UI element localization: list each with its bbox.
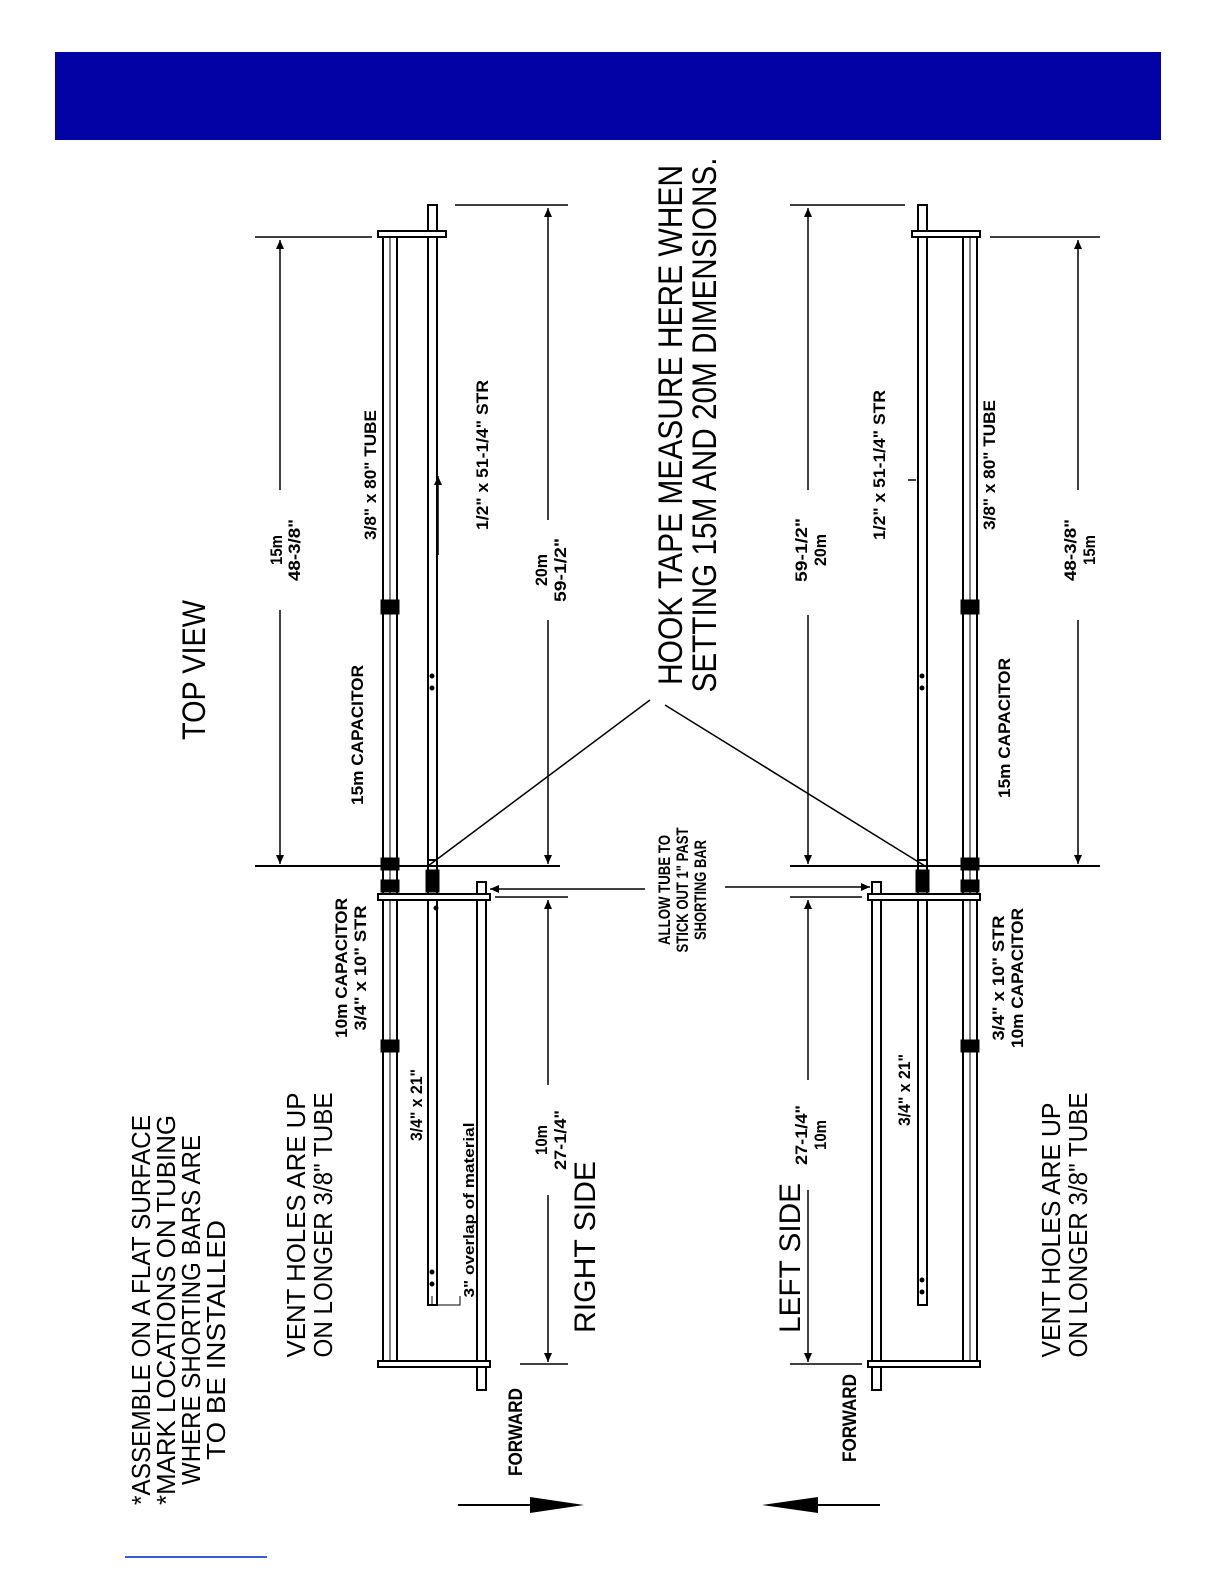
left-str-label: 1/2" x 51-1/4" STR bbox=[870, 390, 889, 540]
right-short-label: 3/4" x 21" bbox=[407, 1069, 426, 1141]
right-forward-rod bbox=[476, 881, 487, 1391]
footer-rule bbox=[125, 1556, 267, 1558]
left-tube-label: 3/8" x 80" TUBE bbox=[980, 400, 999, 530]
forward-arrow-right bbox=[458, 1497, 584, 1513]
right-cap15-label: 15m CAPACITOR bbox=[348, 665, 367, 805]
right-short-rod bbox=[427, 859, 438, 1306]
left-cap10-label-line1: 3/4" x 10" STR bbox=[989, 916, 1008, 1041]
left-shorting-bar-mid bbox=[867, 893, 981, 901]
left-dim-20m-label: 20m bbox=[811, 534, 830, 566]
svg-text:WHERE SHORTING BARS ARE: WHERE SHORTING BARS ARE bbox=[176, 1135, 206, 1485]
right-side-assembly bbox=[255, 204, 645, 1391]
left-forward-rod bbox=[871, 881, 882, 1391]
svg-text:SETTING 15M AND 20M DIMENSIONS: SETTING 15M AND 20M DIMENSIONS. bbox=[686, 158, 724, 693]
right-dim-15m-value: 48-3/8" bbox=[285, 519, 304, 581]
left-side-label: LEFT SIDE bbox=[774, 1183, 807, 1333]
right-vent-note-line1: VENT HOLES ARE UP bbox=[281, 1093, 311, 1358]
left-cap10-label-line2: 10m CAPACITOR bbox=[1008, 908, 1027, 1048]
right-shorting-bar-top bbox=[377, 230, 447, 238]
left-short-label: 3/4" x 21" bbox=[895, 1054, 914, 1126]
right-tube-label: 3/8" x 80" TUBE bbox=[361, 410, 380, 540]
left-dim-15m-value: 48-3/8" bbox=[1061, 519, 1080, 581]
hook-tape-note: HOOK TAPE MEASURE HERE WHEN SETTING 15M … bbox=[652, 158, 724, 693]
svg-text:*ASSEMBLE ON A FLAT SURFACE: *ASSEMBLE ON A FLAT SURFACE bbox=[126, 1115, 156, 1505]
header-bar bbox=[55, 52, 1161, 140]
svg-text:TO BE INSTALLED: TO BE INSTALLED bbox=[201, 1220, 231, 1460]
svg-text:STICK OUT 1" PAST: STICK OUT 1" PAST bbox=[673, 827, 692, 952]
left-str-rod bbox=[917, 204, 928, 878]
svg-text:HOOK TAPE MEASURE HERE WHEN: HOOK TAPE MEASURE HERE WHEN bbox=[652, 165, 690, 685]
right-side-label: RIGHT SIDE bbox=[569, 1161, 602, 1333]
right-vent-note-line2: ON LONGER 3/8" TUBE bbox=[308, 1093, 338, 1358]
right-dim-20m-label: 20m bbox=[532, 554, 551, 586]
left-side-assembly bbox=[725, 204, 1100, 1391]
right-shorting-bar-mid bbox=[377, 893, 491, 901]
left-cap15-label: 15m CAPACITOR bbox=[995, 658, 1014, 798]
left-forward-label: FORWARD bbox=[840, 1374, 861, 1462]
right-15m-cap-band bbox=[380, 599, 400, 615]
right-dim-10m-value: 27-1/4" bbox=[551, 1110, 570, 1170]
left-shorting-bar-bottom bbox=[867, 1360, 981, 1368]
allow-tube-note: ALLOW TUBE TO STICK OUT 1" PAST SHORTING… bbox=[655, 827, 710, 952]
right-cap10-label-line2: 3/4" x 10" STR bbox=[351, 906, 370, 1031]
right-dim-15m-label: 15m bbox=[267, 535, 286, 565]
right-overlap-label: 3" overlap of material bbox=[461, 1123, 478, 1298]
right-dim-10m-label: 10m bbox=[532, 1125, 551, 1155]
left-dim-10m-label: 10m bbox=[811, 1120, 830, 1150]
left-dim-20m-value: 59-1/2" bbox=[792, 518, 811, 582]
left-short-rod bbox=[917, 859, 928, 1306]
right-dim-20m-value: 59-1/2" bbox=[551, 538, 570, 602]
left-dim-10m-value: 27-1/4" bbox=[792, 1105, 811, 1165]
svg-text:SHORTING BAR: SHORTING BAR bbox=[691, 840, 710, 940]
right-shorting-bar-bottom bbox=[377, 1360, 491, 1368]
left-dim-15m-label: 15m bbox=[1080, 535, 1099, 565]
svg-text:*MARK LOCATIONS ON TUBING: *MARK LOCATIONS ON TUBING bbox=[151, 1115, 181, 1505]
right-str-rod bbox=[427, 204, 438, 878]
hook-tape-leaders bbox=[427, 699, 926, 867]
right-10m-cap-band bbox=[380, 1039, 400, 1053]
top-view-title: TOP VIEW bbox=[176, 599, 212, 740]
left-shorting-bar-top bbox=[911, 230, 981, 238]
forward-arrow-left bbox=[762, 1497, 880, 1513]
left-vent-note-line2: ON LONGER 3/8" TUBE bbox=[1063, 1093, 1093, 1358]
right-str-label: 1/2" x 51-1/4" STR bbox=[473, 380, 492, 530]
left-vent-note-line1: VENT HOLES ARE UP bbox=[1036, 1103, 1066, 1358]
instructions-note: *ASSEMBLE ON A FLAT SURFACE *MARK LOCATI… bbox=[126, 1115, 231, 1505]
right-forward-label: FORWARD bbox=[506, 1388, 527, 1476]
svg-text:ALLOW TUBE TO: ALLOW TUBE TO bbox=[655, 835, 674, 945]
right-cap10-label-line1: 10m CAPACITOR bbox=[332, 898, 351, 1038]
